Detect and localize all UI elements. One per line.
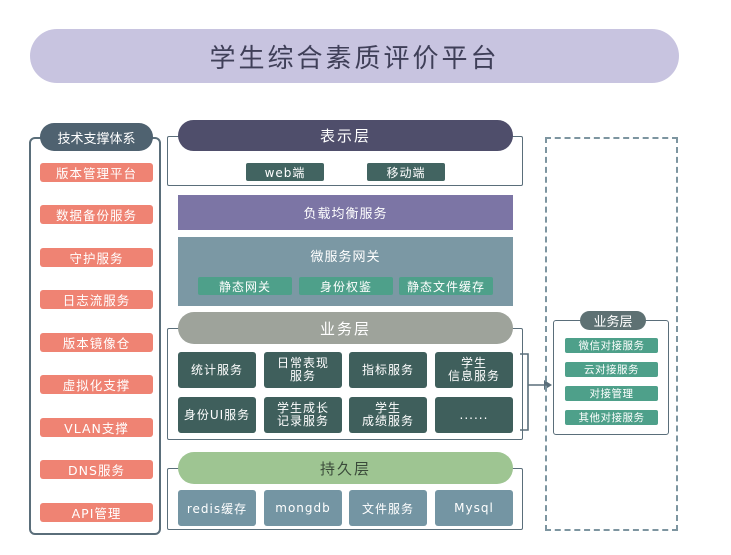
external-dashed-frame bbox=[545, 137, 678, 531]
gateway-chip-static-cache: 静态文件缓存 bbox=[399, 277, 493, 295]
external-business-label: 业务层 bbox=[580, 311, 646, 330]
tech-support-header: 技术支撑体系 bbox=[40, 123, 153, 151]
service-more: ...... bbox=[435, 397, 513, 433]
right-item-docking-mgmt: 对接管理 bbox=[565, 386, 658, 401]
left-item-log-stream: 日志流服务 bbox=[40, 290, 153, 309]
service-student-info: 学生 信息服务 bbox=[435, 352, 513, 388]
left-item-data-backup: 数据备份服务 bbox=[40, 205, 153, 224]
left-item-version-mgmt: 版本管理平台 bbox=[40, 163, 153, 182]
left-item-vlan: VLAN支撑 bbox=[40, 418, 153, 437]
load-balance-bar: 负载均衡服务 bbox=[178, 195, 513, 230]
db-mysql: Mysql bbox=[435, 490, 513, 526]
right-item-cloud: 云对接服务 bbox=[565, 362, 658, 377]
db-redis: redis缓存 bbox=[178, 490, 256, 526]
gateway-chip-auth: 身份权鉴 bbox=[299, 277, 393, 295]
left-item-virtualization: 虚拟化支撑 bbox=[40, 375, 153, 394]
service-growth-record: 学生成长 记录服务 bbox=[264, 397, 342, 433]
gateway-title: 微服务网关 bbox=[310, 250, 381, 265]
left-item-api-mgmt: API管理 bbox=[40, 503, 153, 522]
page-title: 学生综合素质评价平台 bbox=[30, 29, 679, 83]
presentation-layer-label: 表示层 bbox=[178, 120, 513, 151]
web-client-chip: web端 bbox=[246, 163, 324, 181]
service-student-grades: 学生 成绩服务 bbox=[349, 397, 427, 433]
db-file-service: 文件服务 bbox=[349, 490, 427, 526]
right-item-wechat: 微信对接服务 bbox=[565, 338, 658, 353]
gateway-chip-static-gw: 静态网关 bbox=[198, 277, 292, 295]
left-item-dns: DNS服务 bbox=[40, 460, 153, 479]
service-daily-performance: 日常表现 服务 bbox=[264, 352, 342, 388]
persistence-layer-label: 持久层 bbox=[178, 452, 513, 484]
db-mongodb: mongdb bbox=[264, 490, 342, 526]
mobile-client-chip: 移动端 bbox=[367, 163, 445, 181]
business-layer-label: 业务层 bbox=[178, 312, 513, 344]
left-item-image-repo: 版本镜像仓 bbox=[40, 333, 153, 352]
right-item-other: 其他对接服务 bbox=[565, 410, 658, 425]
service-identity-ui: 身份UI服务 bbox=[178, 397, 256, 433]
service-indicator: 指标服务 bbox=[349, 352, 427, 388]
service-stats: 统计服务 bbox=[178, 352, 256, 388]
left-item-daemon: 守护服务 bbox=[40, 248, 153, 267]
